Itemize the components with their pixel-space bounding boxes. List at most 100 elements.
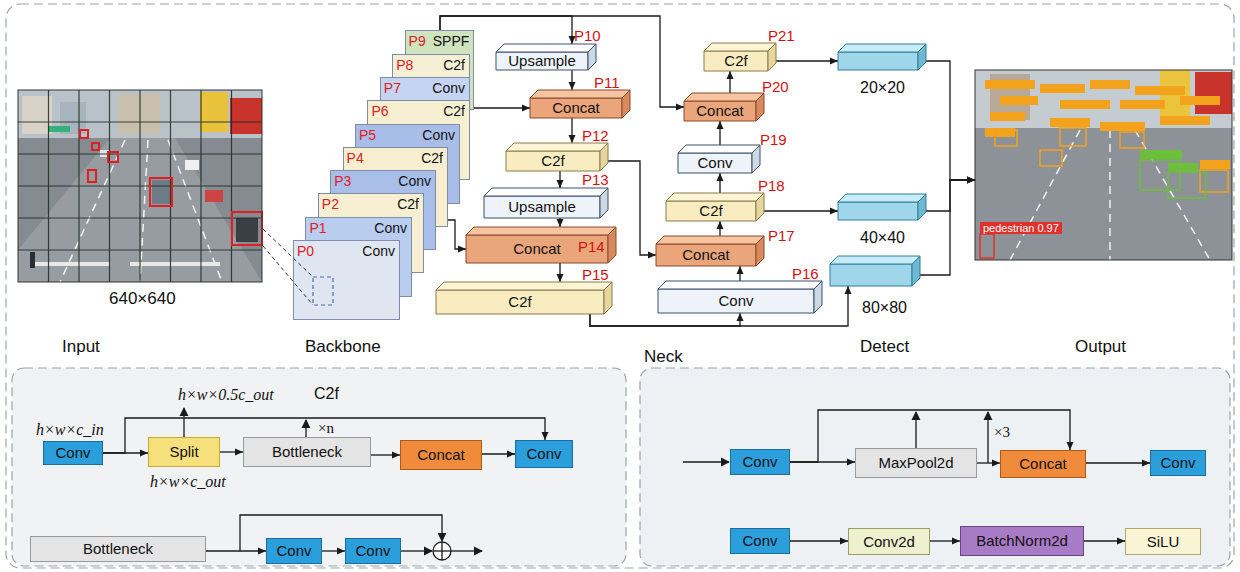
- module-name: Concat: [682, 247, 730, 263]
- output-image-g-rect: [1140, 160, 1180, 190]
- output-image-g-rect: [1050, 118, 1090, 127]
- layer-name: C2f: [443, 57, 465, 73]
- connector: [717, 221, 724, 236]
- panel-frames-rect: [640, 368, 1230, 566]
- module-name: C2f: [724, 53, 747, 69]
- slab-top: [530, 90, 630, 98]
- layer-name: C2f: [443, 103, 465, 119]
- neck-module: C2fP15: [436, 282, 612, 314]
- text-slot: Output: [1075, 338, 1126, 355]
- text-slot: P7: [384, 79, 401, 97]
- slab-front: [838, 202, 918, 220]
- module-name: Conv: [742, 533, 777, 549]
- panel-frames: [6, 4, 1234, 568]
- slab-side: [918, 44, 926, 70]
- arrowhead: [258, 548, 266, 555]
- module-name: Conv: [276, 543, 311, 559]
- output-image-g-rect: [1200, 160, 1230, 169]
- text-slot: Conv: [678, 153, 752, 173]
- input-image-g-line: [18, 121, 262, 122]
- text-slot: P13: [582, 172, 609, 187]
- connector-line: [926, 61, 975, 180]
- slab-front: [506, 151, 600, 171]
- layer-name: C2f: [421, 150, 443, 166]
- input-image-g-rect: [232, 212, 262, 245]
- input-image-line: [168, 140, 222, 282]
- arrowhead: [569, 82, 576, 90]
- output-image-g-rect: [1200, 170, 1228, 192]
- leader-arrows-line: [451, 550, 482, 551]
- output-image-line: [1010, 130, 1080, 260]
- connector: [1084, 538, 1125, 545]
- arrowhead: [557, 219, 564, 227]
- output-image-g-rect: [1180, 96, 1220, 105]
- connector: [717, 173, 724, 193]
- callout-number: P16: [792, 265, 819, 282]
- zoom-indicator-rect: [313, 277, 333, 305]
- module-box: Concat: [1000, 450, 1086, 478]
- module-name: Concat: [417, 447, 465, 463]
- text-slot: Upsample: [496, 52, 588, 70]
- arrowhead: [507, 451, 515, 458]
- connector: [448, 220, 466, 253]
- output-image-line: [1109, 130, 1111, 260]
- text-slot: Backbone: [305, 338, 381, 355]
- output-image-g-rect: [1160, 116, 1210, 125]
- callout-number: P15: [582, 266, 609, 283]
- module-name: Upsample: [508, 53, 576, 69]
- module-box: Concat: [400, 440, 482, 470]
- text-slot: 40×40: [860, 230, 905, 245]
- arrowhead: [1067, 442, 1074, 450]
- slab-outline: [830, 256, 920, 286]
- output-image-g-rect: [1060, 128, 1086, 146]
- output-image-g-rect: [1100, 122, 1145, 131]
- module-box: MaxPool2d: [855, 448, 977, 478]
- slab-side: [756, 93, 764, 121]
- output-image: [975, 70, 1232, 260]
- arrowhead: [727, 71, 734, 79]
- slab-top: [838, 194, 926, 202]
- module-box: Split: [148, 437, 220, 467]
- output-image-g-rect: [1090, 80, 1130, 89]
- slab-top: [484, 188, 608, 196]
- connector: [737, 266, 744, 281]
- connector-line: [440, 16, 684, 107]
- module-name: Concat: [513, 241, 561, 257]
- arrowhead: [840, 538, 848, 545]
- callout-number: P3: [334, 173, 351, 189]
- text-slot: P8: [396, 56, 413, 74]
- input-image-g-line: [18, 249, 262, 250]
- slab-front: [830, 264, 912, 286]
- slab-side: [622, 90, 630, 118]
- module-name: Upsample: [508, 199, 576, 215]
- text-slot: P2: [322, 195, 339, 213]
- input-image-rect: [18, 90, 262, 282]
- input-image-rect: [236, 218, 258, 242]
- input-image-rect: [18, 90, 262, 282]
- arrowhead: [569, 135, 576, 143]
- slab-side: [600, 143, 608, 171]
- text-slot: Concat: [656, 244, 756, 266]
- output-image-g-rect: [1135, 86, 1185, 95]
- neck-module: C2fP21: [704, 43, 776, 71]
- slab-front: [684, 101, 756, 121]
- slab-side: [756, 193, 764, 221]
- leader-arrows-line: [305, 420, 306, 437]
- leader-arrows-line: [441, 542, 442, 560]
- input-image-g-rect: [88, 170, 96, 182]
- layer-name: Conv: [422, 127, 455, 143]
- slab-front: [484, 196, 600, 218]
- slab-top: [656, 236, 764, 244]
- input-image-g-line: [18, 185, 262, 186]
- module-box: Conv: [345, 538, 401, 564]
- text-slot: P14: [578, 239, 605, 254]
- slab-front: [436, 290, 604, 314]
- connector-line: [206, 550, 266, 551]
- module-name: Conv: [1160, 455, 1195, 471]
- leader-arrows-circle: [433, 542, 451, 560]
- connector: [482, 451, 515, 458]
- slab-outline: [838, 194, 926, 220]
- slab-side: [604, 282, 612, 314]
- output-image-g-rect: [1120, 100, 1165, 109]
- module-name: Conv: [718, 293, 753, 309]
